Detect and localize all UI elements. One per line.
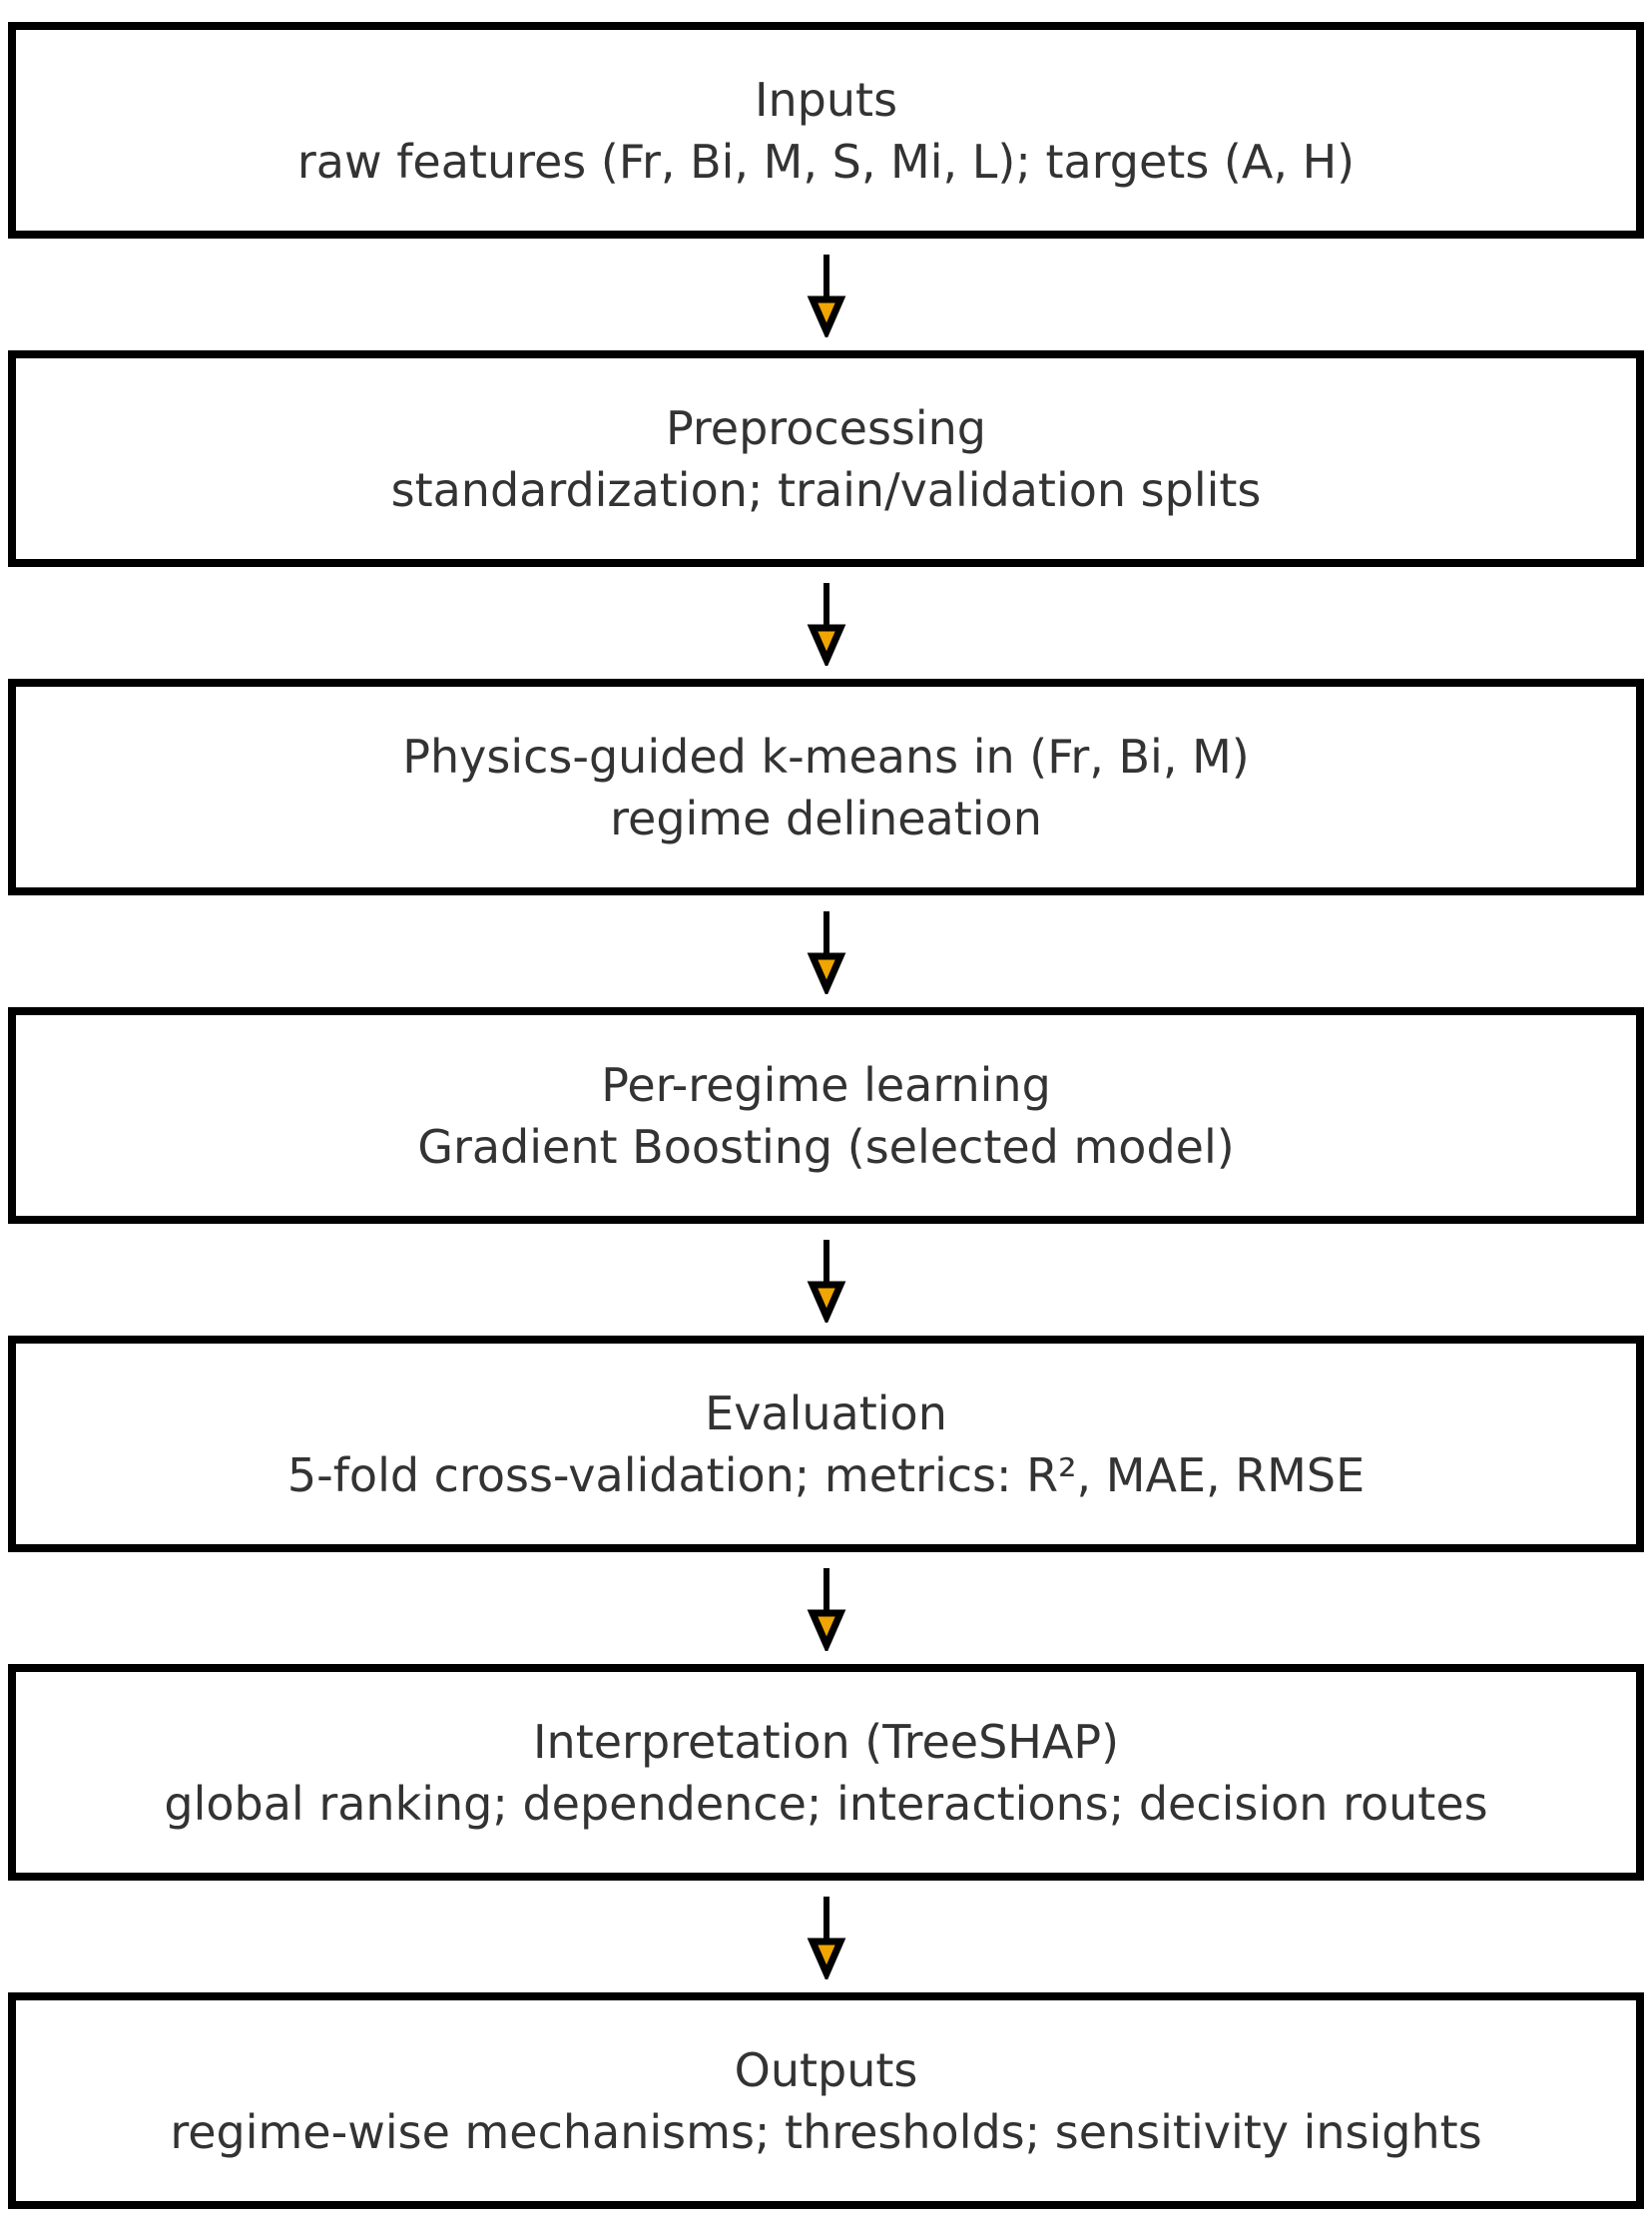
down-arrow-icon (8, 239, 1644, 350)
node-title: Physics-guided k-means in (Fr, Bi, M) (402, 729, 1250, 784)
down-arrow-icon (8, 567, 1644, 679)
node-title: Evaluation (705, 1386, 947, 1440)
node-subtitle: regime-wise mechanisms; thresholds; sens… (170, 2104, 1482, 2159)
flow-node-clustering: Physics-guided k-means in (Fr, Bi, M) re… (8, 679, 1644, 895)
node-title: Interpretation (TreeSHAP) (532, 1714, 1120, 1769)
node-title: Inputs (754, 72, 898, 127)
down-arrow-icon (8, 1224, 1644, 1336)
node-title: Per-regime learning (601, 1057, 1051, 1112)
node-subtitle: 5-fold cross-validation; metrics: R², MA… (286, 1447, 1366, 1502)
down-arrow-icon (8, 895, 1644, 1007)
flow-node-inputs: Inputs raw features (Fr, Bi, M, S, Mi, L… (8, 22, 1644, 239)
node-subtitle: Gradient Boosting (selected model) (417, 1119, 1235, 1174)
flow-node-outputs: Outputs regime-wise mechanisms; threshol… (8, 1992, 1644, 2209)
node-subtitle: standardization; train/validation splits (390, 462, 1262, 517)
flow-node-preprocessing: Preprocessing standardization; train/val… (8, 350, 1644, 567)
node-subtitle: global ranking; dependence; interactions… (164, 1776, 1488, 1831)
flow-node-evaluation: Evaluation 5-fold cross-validation; metr… (8, 1336, 1644, 1552)
node-subtitle: regime delineation (610, 791, 1042, 845)
node-title: Outputs (734, 2042, 918, 2097)
down-arrow-icon (8, 1881, 1644, 1992)
node-title: Preprocessing (665, 400, 987, 455)
down-arrow-icon (8, 1552, 1644, 1664)
flow-node-learning: Per-regime learning Gradient Boosting (s… (8, 1007, 1644, 1224)
flow-node-interpretation: Interpretation (TreeSHAP) global ranking… (8, 1664, 1644, 1881)
node-subtitle: raw features (Fr, Bi, M, S, Mi, L); targ… (296, 134, 1356, 189)
